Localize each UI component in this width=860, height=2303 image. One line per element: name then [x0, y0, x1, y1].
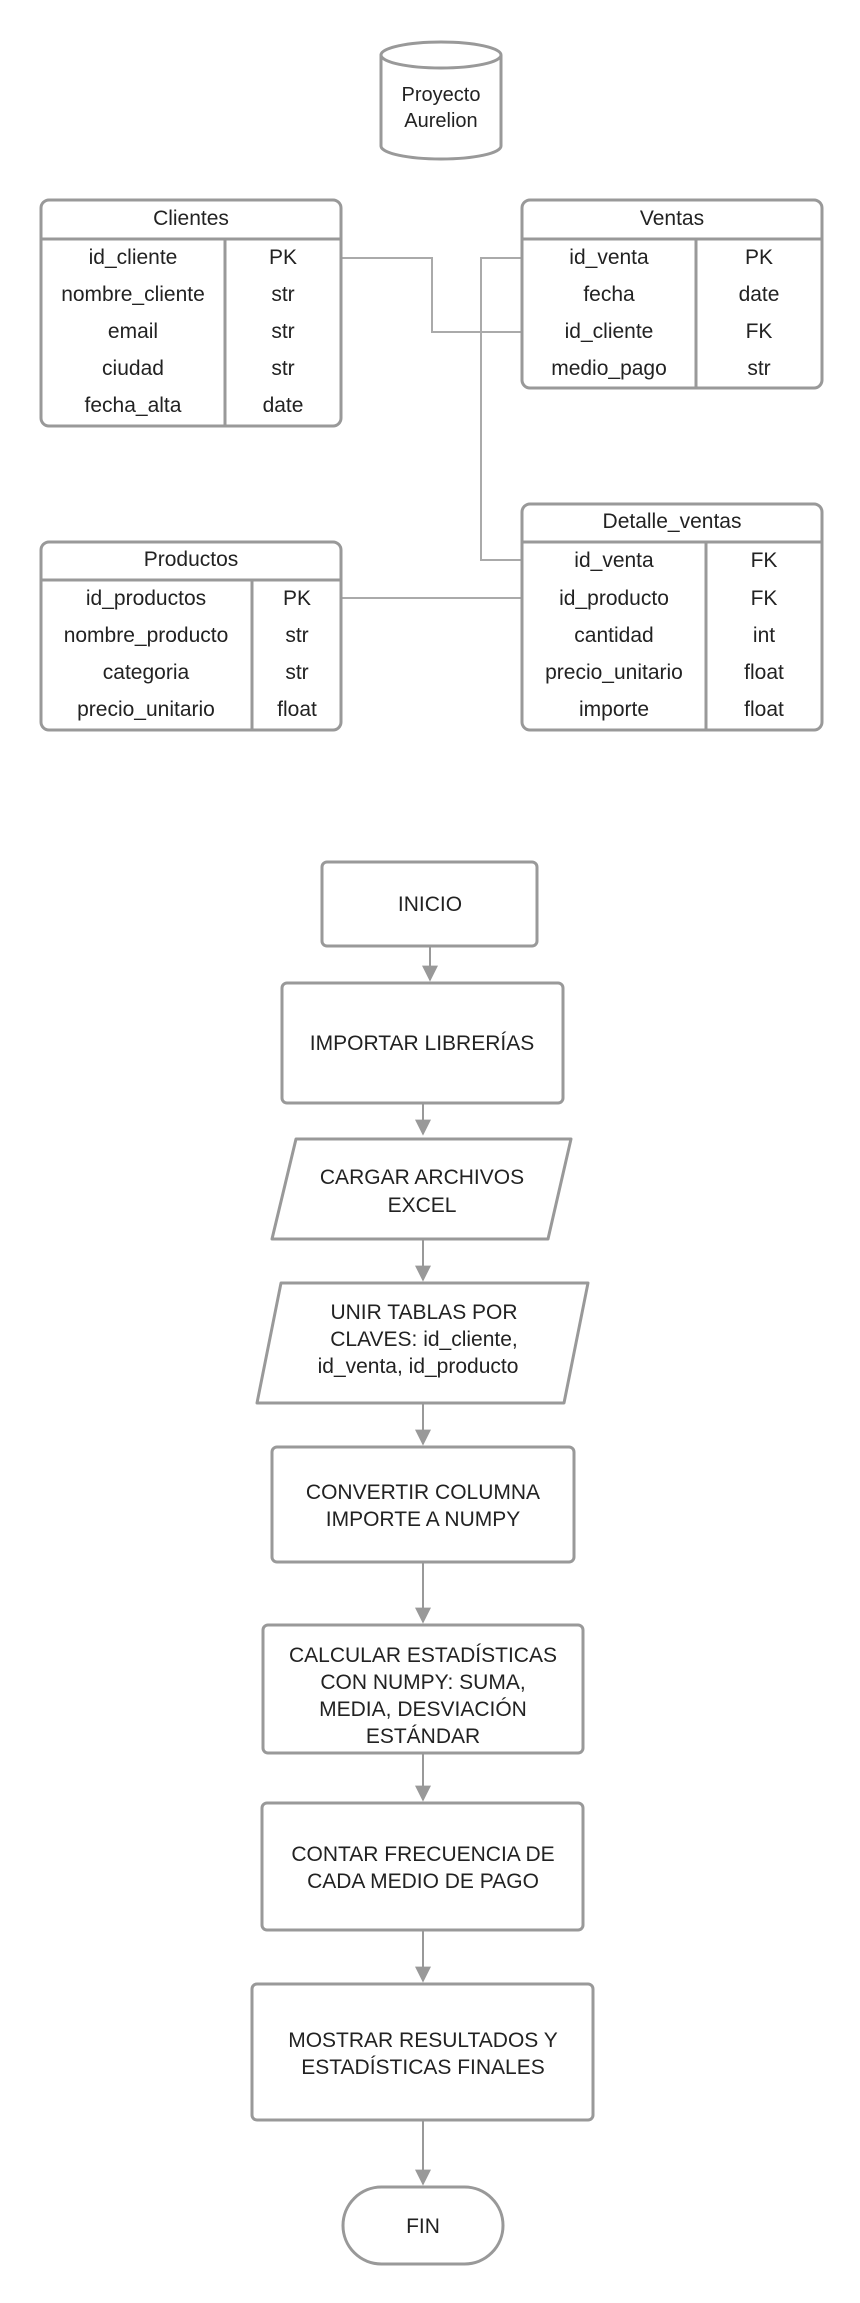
- flow-fin: FIN: [341, 2185, 505, 2266]
- field-type: date: [263, 394, 304, 417]
- field-name: id_productos: [86, 587, 206, 610]
- flow-arrows: [415, 946, 438, 2186]
- flow-calcular: CALCULAR ESTADÍSTICAS CON NUMPY: SUMA, M…: [261, 1623, 585, 1755]
- field-name: cantidad: [574, 624, 653, 647]
- flow-unir-label-line: UNIR TABLAS POR: [330, 1301, 517, 1324]
- flow-convertir: CONVERTIR COLUMNA IMPORTE A NUMPY: [270, 1445, 576, 1564]
- field-type: PK: [269, 246, 297, 269]
- rel-clientes-ventas: [341, 257, 522, 333]
- flow-importar-label: IMPORTAR LIBRERÍAS: [310, 1032, 534, 1055]
- table-title: Clientes: [153, 207, 229, 230]
- flow-contar: CONTAR FRECUENCIA DE CADA MEDIO DE PAGO: [260, 1801, 585, 1932]
- flow-cargar: CARGAR ARCHIVOS EXCEL: [270, 1137, 573, 1241]
- flow-contar-label-line: CONTAR FRECUENCIA DE: [291, 1843, 554, 1866]
- rel-ventas-detalle: [480, 257, 522, 561]
- flow-unir-label-line: id_venta, id_producto: [318, 1355, 519, 1378]
- table-productos: Productos id_productos PK nombre_product…: [39, 540, 343, 732]
- field-name: id_venta: [569, 246, 649, 269]
- field-name: nombre_cliente: [61, 283, 205, 306]
- flow-convertir-label-line: CONVERTIR COLUMNA: [306, 1481, 540, 1504]
- field-name: importe: [579, 698, 649, 721]
- flow-calcular-label-line: ESTÁNDAR: [366, 1725, 480, 1748]
- field-type: FK: [751, 587, 778, 610]
- field-name: ciudad: [102, 357, 164, 380]
- flow-calcular-label-line: CON NUMPY: SUMA,: [320, 1671, 525, 1694]
- table-ventas: Ventas id_venta PK fecha date id_cliente…: [520, 198, 824, 390]
- flow-fin-label: FIN: [406, 2215, 440, 2238]
- table-detalle-ventas: Detalle_ventas id_venta FK id_producto F…: [520, 502, 824, 732]
- field-name: precio_unitario: [77, 698, 215, 721]
- field-name: medio_pago: [551, 357, 667, 380]
- field-type: str: [271, 320, 294, 343]
- flow-contar-label-line: CADA MEDIO DE PAGO: [307, 1870, 539, 1893]
- field-type: float: [277, 698, 317, 721]
- relationship-lines: [341, 257, 522, 599]
- field-type: date: [739, 283, 780, 306]
- field-name: id_cliente: [565, 320, 654, 343]
- database-cylinder: Proyecto Aurelion: [379, 40, 503, 161]
- flow-inicio-label: INICIO: [398, 893, 462, 916]
- flow-mostrar-label-line: MOSTRAR RESULTADOS Y: [288, 2029, 558, 2052]
- table-clientes: Clientes id_cliente PK nombre_cliente st…: [39, 198, 343, 428]
- field-name: categoria: [103, 661, 190, 684]
- field-type: int: [753, 624, 775, 647]
- flow-calcular-label-line: CALCULAR ESTADÍSTICAS: [289, 1644, 557, 1667]
- field-name: precio_unitario: [545, 661, 683, 684]
- flow-inicio: INICIO: [320, 860, 539, 948]
- table-title: Productos: [144, 548, 239, 571]
- field-type: float: [744, 698, 784, 721]
- flow-mostrar: MOSTRAR RESULTADOS Y ESTADÍSTICAS FINALE…: [250, 1982, 595, 2122]
- flow-unir-label-line: CLAVES: id_cliente,: [330, 1328, 518, 1351]
- field-name: fecha_alta: [85, 394, 182, 417]
- field-name: fecha: [583, 283, 635, 306]
- field-name: id_producto: [559, 587, 669, 610]
- flow-convertir-label-line: IMPORTE A NUMPY: [326, 1508, 521, 1531]
- flow-calcular-label-line: MEDIA, DESVIACIÓN: [319, 1698, 527, 1721]
- field-name: nombre_producto: [64, 624, 229, 647]
- table-title: Ventas: [640, 207, 704, 230]
- field-name: email: [108, 320, 158, 343]
- field-type: FK: [746, 320, 773, 343]
- flow-unir: UNIR TABLAS POR CLAVES: id_cliente, id_v…: [255, 1281, 590, 1405]
- database-label-line2: Aurelion: [404, 110, 477, 132]
- table-title: Detalle_ventas: [603, 510, 742, 533]
- field-type: str: [285, 661, 308, 684]
- field-type: str: [271, 357, 294, 380]
- flow-cargar-label-line: CARGAR ARCHIVOS: [320, 1166, 524, 1189]
- field-name: id_cliente: [89, 246, 178, 269]
- field-type: PK: [745, 246, 773, 269]
- flow-importar: IMPORTAR LIBRERÍAS: [280, 981, 565, 1105]
- field-type: str: [271, 283, 294, 306]
- field-type: FK: [751, 549, 778, 572]
- field-type: str: [285, 624, 308, 647]
- field-type: float: [744, 661, 784, 684]
- database-label-line1: Proyecto: [402, 84, 481, 106]
- field-type: PK: [283, 587, 311, 610]
- field-type: str: [747, 357, 770, 380]
- flow-mostrar-label-line: ESTADÍSTICAS FINALES: [301, 2056, 545, 2079]
- field-name: id_venta: [574, 549, 654, 572]
- flow-cargar-label-line: EXCEL: [388, 1194, 457, 1217]
